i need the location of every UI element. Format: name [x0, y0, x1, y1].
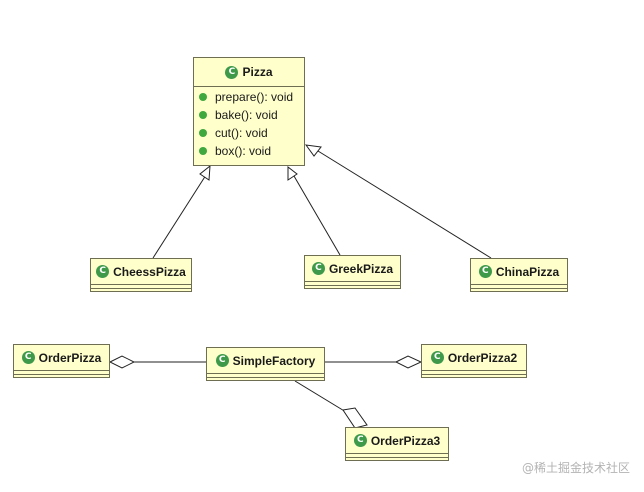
- class-name: OrderPizza3: [370, 433, 441, 448]
- attributes-compartment: [91, 284, 191, 288]
- method-row: cut(): void: [194, 124, 304, 142]
- class-name: ChinaPizza: [495, 264, 560, 279]
- methods-compartment: [91, 288, 191, 289]
- method-signature: bake(): void: [215, 108, 278, 122]
- method-row: box(): void: [194, 142, 304, 160]
- attributes-compartment: [346, 453, 448, 457]
- methods-compartment: [14, 374, 109, 375]
- public-method-icon: [199, 111, 207, 119]
- edge-chinapizza-to-pizza: [317, 150, 492, 259]
- class-orderpizza2[interactable]: C OrderPizza2: [421, 344, 527, 378]
- methods-compartment: [346, 457, 448, 458]
- method-row: bake(): void: [194, 106, 304, 124]
- attributes-compartment: [471, 284, 567, 288]
- class-icon: C: [430, 351, 444, 364]
- aggregation-diamond-icon: [108, 355, 136, 369]
- attributes-compartment: [207, 373, 324, 377]
- aggregation-diamond-icon: [342, 407, 368, 429]
- method-signature: prepare(): void: [215, 90, 294, 104]
- class-header: C OrderPizza: [14, 345, 109, 370]
- class-icon: C: [96, 265, 110, 278]
- class-icon: C: [353, 434, 367, 447]
- class-pizza[interactable]: C Pizza prepare(): void bake(): void cut…: [193, 57, 305, 166]
- methods-compartment: [305, 285, 400, 286]
- watermark: @稀土掘金技术社区: [521, 461, 630, 475]
- generalization-arrowhead-icon: [304, 144, 322, 157]
- public-method-icon: [199, 129, 207, 137]
- attributes-compartment: [14, 370, 109, 374]
- method-row: prepare(): void: [194, 88, 304, 106]
- method-signature: box(): void: [215, 144, 272, 158]
- class-chinapizza[interactable]: C ChinaPizza: [470, 258, 568, 292]
- class-header: C CheessPizza: [91, 259, 191, 284]
- class-name: OrderPizza2: [447, 350, 518, 365]
- class-header: C ChinaPizza: [471, 259, 567, 284]
- methods-compartment: [207, 377, 324, 378]
- class-orderpizza3[interactable]: C OrderPizza3: [345, 427, 449, 461]
- class-name: CheessPizza: [113, 264, 186, 279]
- class-name: SimpleFactory: [232, 353, 316, 368]
- generalization-arrowhead-icon: [199, 164, 211, 181]
- class-header: C OrderPizza3: [346, 428, 448, 453]
- class-orderpizza[interactable]: C OrderPizza: [13, 344, 110, 378]
- generalization-arrowhead-icon: [287, 165, 298, 181]
- class-pizza-header: C Pizza: [194, 58, 304, 86]
- public-method-icon: [199, 93, 207, 101]
- public-method-icon: [199, 147, 207, 155]
- edge-cheesspizza-to-pizza: [152, 174, 207, 259]
- class-name: GreekPizza: [328, 261, 394, 276]
- class-icon: C: [215, 354, 229, 367]
- class-name: Pizza: [242, 65, 273, 79]
- class-simplefactory[interactable]: C SimpleFactory: [206, 347, 325, 381]
- class-greekpizza[interactable]: C GreekPizza: [304, 255, 401, 289]
- class-header: C OrderPizza2: [422, 345, 526, 370]
- class-icon: C: [478, 265, 492, 278]
- edge-greekpizza-to-pizza: [293, 175, 341, 256]
- class-cheesspizza[interactable]: C CheessPizza: [90, 258, 192, 292]
- methods-compartment: [471, 288, 567, 289]
- edge-orderpizza3-simplefactory: [294, 380, 347, 413]
- class-icon: C: [311, 262, 325, 275]
- class-header: C GreekPizza: [305, 256, 400, 281]
- methods-compartment: prepare(): void bake(): void cut(): void…: [194, 86, 304, 160]
- class-icon: C: [21, 351, 35, 364]
- attributes-compartment: [422, 370, 526, 374]
- methods-compartment: [422, 374, 526, 375]
- class-icon: C: [225, 65, 239, 79]
- method-signature: cut(): void: [215, 126, 268, 140]
- aggregation-diamond-icon: [394, 355, 423, 369]
- class-header: C SimpleFactory: [207, 348, 324, 373]
- class-name: OrderPizza: [38, 350, 102, 365]
- attributes-compartment: [305, 281, 400, 285]
